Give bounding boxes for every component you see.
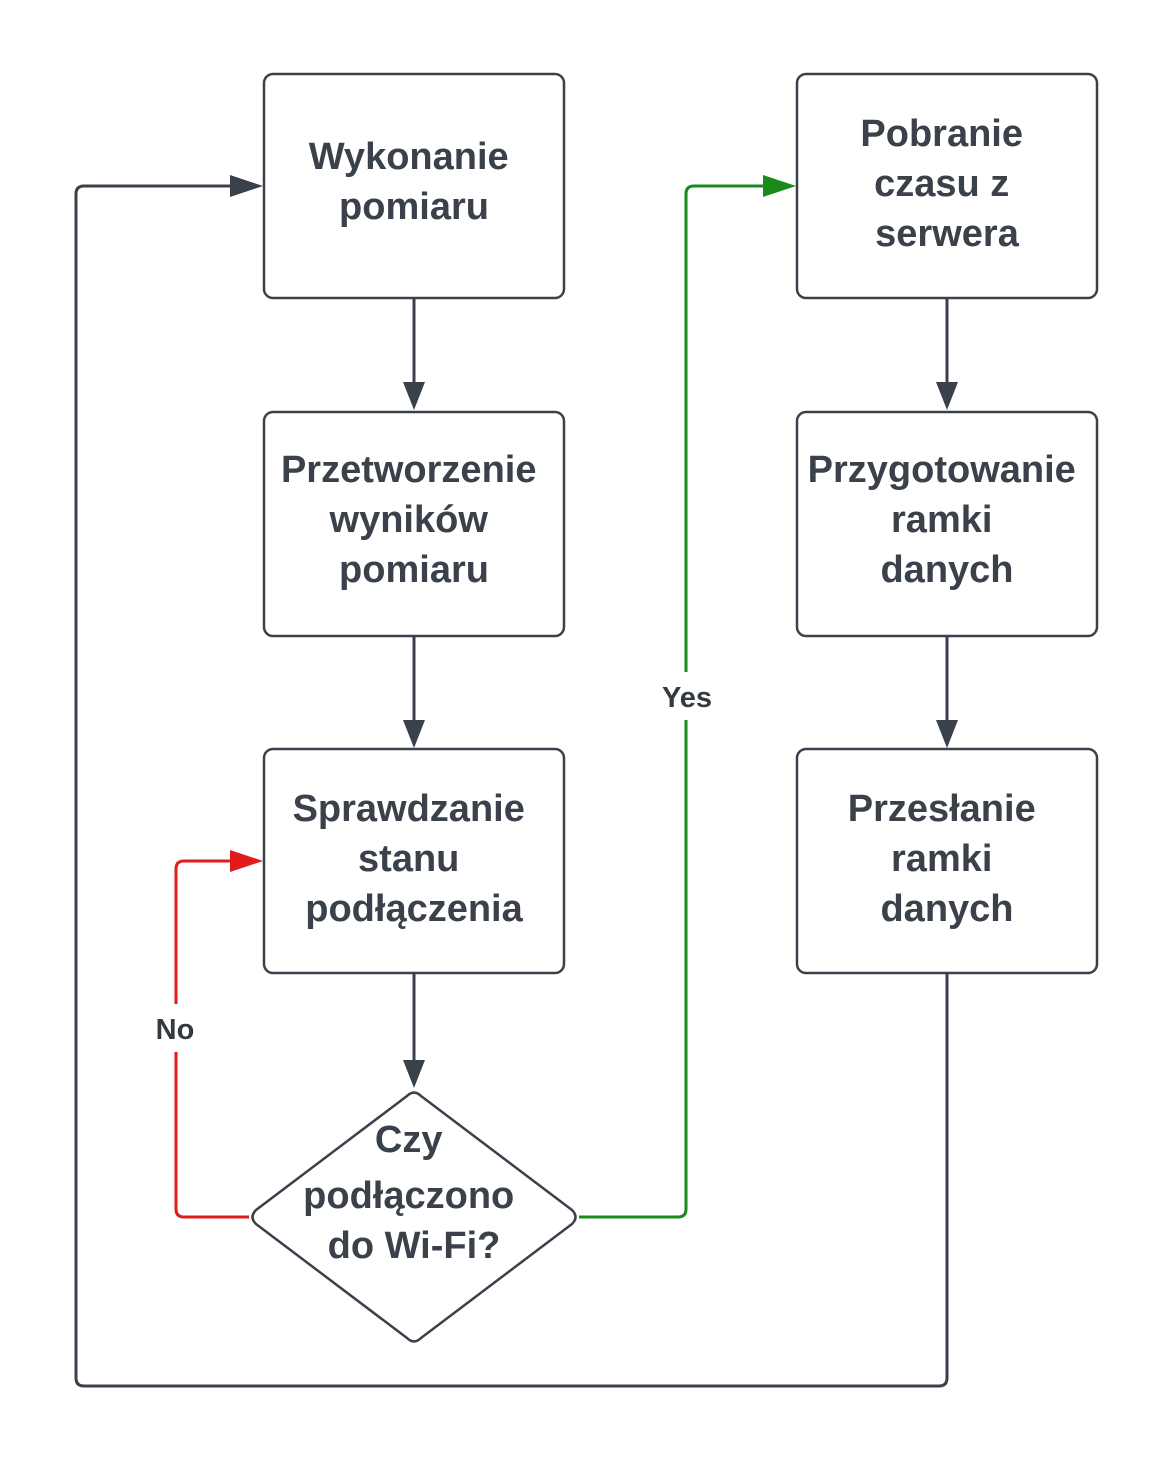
node-measure-line-1: Wykonanie xyxy=(309,136,509,178)
no-label: No xyxy=(156,1014,195,1046)
svg-text:Czy podłączono do: Czy podłączono do Wi-Fi? xyxy=(303,1119,525,1267)
node-prepare: Przygotowanie ramki danych xyxy=(795,410,1099,638)
node-send-line-2: ramki xyxy=(891,838,992,880)
node-decision-line-1: Czy xyxy=(375,1119,443,1161)
node-prepare-line-3: danych xyxy=(880,549,1013,591)
node-send-line-1: Przesłanie xyxy=(848,788,1036,830)
node-process-line-3: pomiaru xyxy=(339,549,489,591)
node-fetch-time-line-3: serwera xyxy=(875,213,1020,255)
node-decision-line-2: podłączono xyxy=(303,1175,514,1217)
node-process-line-2: wyników xyxy=(329,499,489,541)
node-fetch-time: Pobranie czasu z serwera xyxy=(795,72,1099,300)
node-send: Przesłanie ramki danych xyxy=(795,747,1099,975)
arrowhead-no-branch xyxy=(230,850,263,872)
yes-label-background xyxy=(654,672,720,720)
node-send-line-3: danych xyxy=(880,888,1013,930)
arrowhead-yes-branch xyxy=(763,175,796,197)
node-process-line-1: Przetworzenie xyxy=(281,449,537,491)
no-label-background xyxy=(148,1004,204,1052)
node-prepare-line-1: Przygotowanie xyxy=(808,449,1076,491)
node-check: Sprawdzanie stanu podłączenia xyxy=(262,747,566,975)
node-check-line-2: stanu xyxy=(358,838,459,880)
node-decision-line-3: do Wi-Fi? xyxy=(328,1225,501,1267)
svg-text:Przesłanie ramki d: Przesłanie ramki danych xyxy=(848,788,1047,930)
node-measure: Wykonanie pomiaru xyxy=(262,72,566,300)
node-prepare-line-2: ramki xyxy=(891,499,992,541)
arrowhead-send xyxy=(936,720,958,748)
node-fetch-time-line-1: Pobranie xyxy=(860,113,1023,155)
node-decision: Czy podłączono do Wi-Fi? xyxy=(251,1091,577,1343)
svg-text:Sprawdzanie stanu: Sprawdzanie stanu podłączenia xyxy=(293,788,536,930)
yes-label: Yes xyxy=(662,682,712,714)
node-measure-line-2: pomiaru xyxy=(339,186,489,228)
svg-text:Pobranie czasu z s: Pobranie czasu z serwera xyxy=(860,113,1033,255)
arrowhead-prepare xyxy=(936,382,958,410)
connector-send-to-measure xyxy=(74,184,949,1388)
node-check-line-3: podłączenia xyxy=(305,888,523,930)
arrowhead-decision xyxy=(403,1060,425,1088)
svg-text:Przygotowanie ramki: Przygotowanie ramki danych xyxy=(808,449,1087,591)
node-process: Przetworzenie wyników pomiaru xyxy=(262,410,566,638)
arrowhead-check xyxy=(403,720,425,748)
svg-text:Wykonanie pomiaru: Wykonanie pomiaru xyxy=(309,136,519,228)
svg-text:Przetworzenie wyników: Przetworzenie wyników pomiaru xyxy=(281,449,547,591)
arrowhead-measure xyxy=(230,175,263,197)
node-fetch-time-line-2: czasu z xyxy=(874,163,1009,205)
node-check-line-1: Sprawdzanie xyxy=(293,788,525,830)
arrowhead-process xyxy=(403,382,425,410)
